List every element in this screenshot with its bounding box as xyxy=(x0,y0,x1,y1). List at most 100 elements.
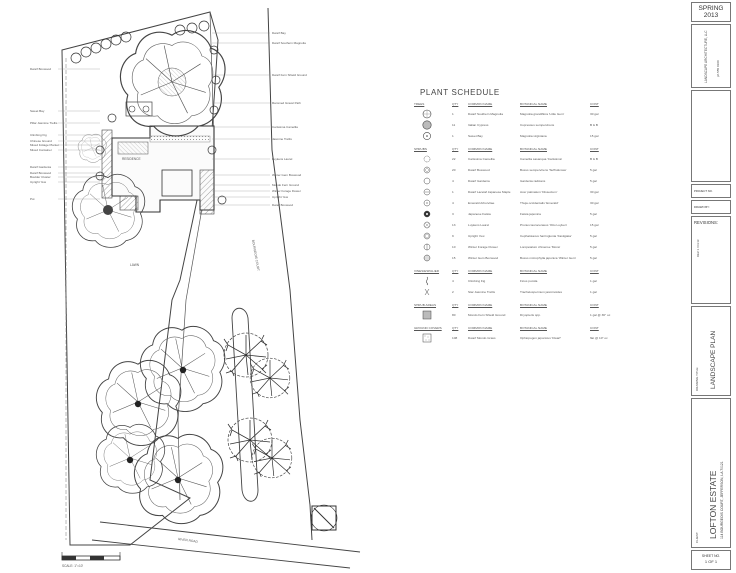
schedule-cell-cont: 1 gal xyxy=(590,290,597,294)
schedule-cell-botanical: Acer palmatum 'Dissectum' xyxy=(520,190,558,194)
schedule-cell-common: Dwarf Lacelaf Japanese Maple xyxy=(468,190,511,194)
schedule-header-cn: COMMON NAME xyxy=(468,269,493,273)
schedule-cell-cont: 5 gal xyxy=(590,168,597,172)
schedule-cell-common: Mondo Fern Shield Ground xyxy=(468,313,506,317)
plan-note: Mondo Fern Ground xyxy=(272,183,299,187)
schedule-cell-common: Star Jasmine Trellis xyxy=(468,290,495,294)
drawn-label: DRAWN BY: xyxy=(694,205,710,209)
schedule-cell-cont: 15 gal xyxy=(590,134,599,138)
sheet-number: 1 OF 1 xyxy=(704,559,718,564)
scale-label: SCALE: 1"=10' xyxy=(62,564,84,568)
schedule-header-cat: SHRUBS xyxy=(414,147,427,151)
schedule-cell-botanical: Cupressus sempervirens xyxy=(520,123,555,127)
schedule-row: 80 Mondo Fern Shield Ground Dryopteris spp… xyxy=(412,310,612,320)
schedule-cell-cont: 15 gal xyxy=(590,223,599,227)
plan-note: Pot xyxy=(30,197,35,201)
schedule-cell-common: Dwarf Mondo Grass xyxy=(468,336,496,340)
schedule-cell-botanical: Buxus microphylla japonica 'Winter Gem' xyxy=(520,256,577,260)
schedule-header-ct: CONT xyxy=(590,269,599,273)
plant-symbol-icon xyxy=(423,166,431,174)
lawn-label: LAWN xyxy=(130,263,140,267)
plant-symbol-icon xyxy=(422,310,432,320)
plan-note: Carissima Camellia xyxy=(272,125,298,129)
schedule-cell-qty: 4 xyxy=(452,201,454,205)
schedule-cell-cont: 1 gal @ 36" oc xyxy=(590,313,611,317)
schedule-cell-botanical: Magnolia grandiflora 'Little Gem' xyxy=(520,112,565,116)
schedule-cell-common: Dwarf Boxwood xyxy=(468,168,490,172)
schedule-cell-qty: 9 xyxy=(452,234,454,238)
schedule-header-ct: CONT xyxy=(590,303,599,307)
schedule-cell-botanical: Thuja occidentalis 'Emerald' xyxy=(520,201,559,205)
schedule-cell-common: Sweet Bay xyxy=(468,134,483,138)
plan-note: Mixed Container xyxy=(30,148,52,152)
schedule-cell-qty: 20 xyxy=(452,168,456,172)
plant-symbol-icon xyxy=(423,232,431,240)
schedule-cell-common: Climbing Fig xyxy=(468,279,486,283)
schedule-cell-qty: 1 xyxy=(452,112,454,116)
court-label: BOURGEOIS COURT xyxy=(251,239,260,271)
schedule-header-cat: VINES/ESPALIER xyxy=(414,269,440,273)
plant-symbol-icon xyxy=(423,210,431,218)
schedule-cell-qty: 80 xyxy=(452,313,456,317)
plant-symbol-icon xyxy=(423,188,431,196)
plant-symbol-icon xyxy=(423,155,431,163)
season-box: SPRING 2013 xyxy=(691,2,731,22)
schedule-cell-common: Carissima Camellia xyxy=(468,157,495,161)
plant-symbol-icon xyxy=(422,120,432,130)
sheet-label: SHEET NO. xyxy=(701,554,721,558)
plan-note: Jasmine Trellis xyxy=(272,137,292,141)
schedule-cell-botanical: Magnolia virginiana xyxy=(520,134,547,138)
schedule-cell-common: Luykens Laurel xyxy=(468,223,489,227)
schedule-cell-cont: 30 gal xyxy=(590,112,599,116)
schedule-header-cn: COMMON NAME xyxy=(468,147,493,151)
schedule-cell-qty: 11 xyxy=(452,123,456,127)
plan-note: Sweet Bay xyxy=(30,109,45,113)
schedule-header-bn: BOTANICAL NAME xyxy=(520,102,547,106)
plant-symbol-icon xyxy=(423,199,431,207)
revisions-box: REVISIONS: REV 1 / 04.13 xyxy=(691,216,731,304)
schedule-cell-qty: 10 xyxy=(452,245,456,249)
schedule-header-ct: CONT xyxy=(590,147,599,151)
plan-note: Pillar Jasmine Trellis xyxy=(30,121,58,125)
plant-symbol-icon xyxy=(423,177,431,185)
schedule-cell-common: Dwarf Gardenia xyxy=(468,179,490,183)
schedule-cell-botanical: Cephalotaxus harringtonia 'Fastigiata' xyxy=(520,234,572,238)
scale-bar xyxy=(61,552,121,561)
schedule-header-qty: QTY xyxy=(452,102,459,106)
schedule-cell-cont: 5 gal xyxy=(590,234,597,238)
schedule-header-cat: TREES xyxy=(414,102,425,106)
plant-symbol-icon xyxy=(423,243,431,251)
schedule-header-qty: QTY xyxy=(452,269,459,273)
drawing-title-box: DRAWING TITLE: LANDSCAPE PLAN xyxy=(691,306,731,396)
plant-symbol-icon xyxy=(423,254,431,262)
sheet-box: SHEET NO. 1 OF 1 xyxy=(691,550,731,570)
plan-note: Mixed Foliage Planter xyxy=(30,143,59,147)
plan-note: Chinese Ground xyxy=(30,139,52,143)
schedule-cell-qty: 2 xyxy=(452,290,454,294)
plan-note: Winter Forage Flower xyxy=(272,189,301,193)
plant-symbol-icon xyxy=(426,276,428,286)
schedule-cell-cont: 5 gal xyxy=(590,245,597,249)
schedule-row: 2 Star Jasmine Trellis Trachelospermum jas… xyxy=(412,287,612,297)
plan-note: Winter Gem Boxwood xyxy=(272,173,302,177)
schedule-cell-botanical: Fatsia japonica xyxy=(520,212,541,216)
schedule-cell-cont: B & B xyxy=(590,157,598,161)
year-text: 2013 xyxy=(703,12,719,19)
schedule-cell-botanical: Trachelospermum jasminoides xyxy=(520,290,563,294)
plan-note: Luykens Laurel xyxy=(272,157,293,161)
project-no-label: PROJECT NO. xyxy=(694,189,713,193)
schedule-cell-botanical: Dryopteris spp. xyxy=(520,313,541,317)
designer-name: LANDSCAPE ARCHITECTURE, LLC xyxy=(704,30,708,83)
